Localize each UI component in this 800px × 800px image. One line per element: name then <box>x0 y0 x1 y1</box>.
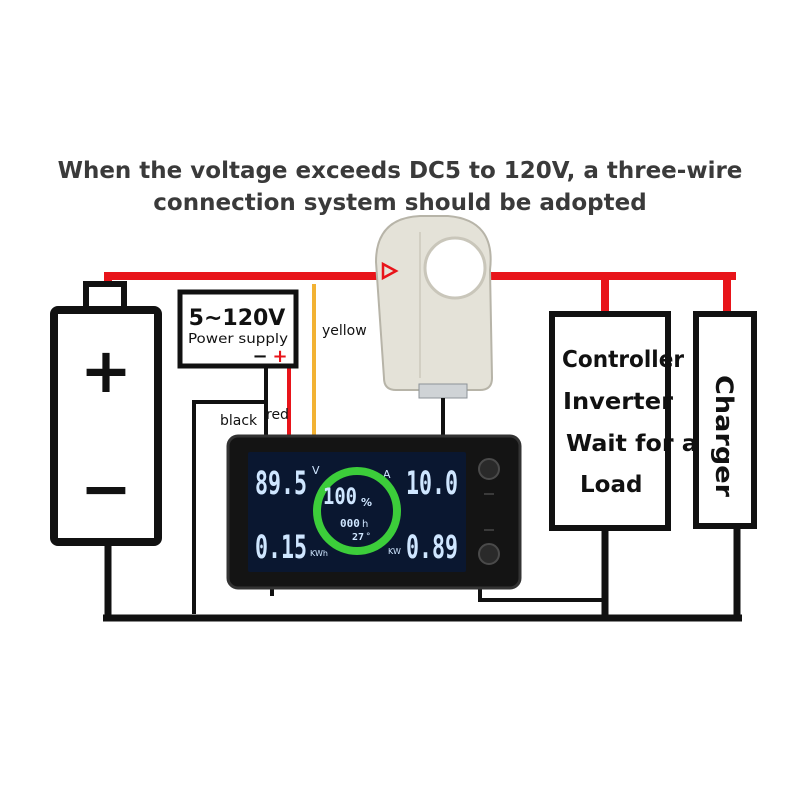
heading-line-1: When the voltage exceeds DC5 to 120V, a … <box>57 158 743 184</box>
capacity-reading: 000 <box>340 517 360 530</box>
charger-box: Charger <box>693 311 757 529</box>
battery-plus-sign: + <box>80 334 132 407</box>
yellow-wire-label: yellow <box>322 323 367 339</box>
voltage-reading: 89.5 <box>255 464 307 502</box>
charger-label: Charger <box>710 375 738 497</box>
temperature-unit: ° <box>366 532 371 542</box>
power-supply-plus: + <box>272 346 287 367</box>
heading-line-2: connection system should be adopted <box>153 190 647 216</box>
percent-reading: 100 <box>323 485 357 510</box>
power-unit: KW <box>388 547 401 556</box>
diagram-heading: When the voltage exceeds DC5 to 120V, a … <box>0 155 800 219</box>
hall-current-sensor <box>374 215 494 436</box>
load-inverter-label: Inverter <box>563 389 674 415</box>
power-supply-range: 5~120V <box>189 306 286 331</box>
red-wire-label: red <box>266 407 289 423</box>
capacity-ring <box>313 467 401 555</box>
battery-monitor-meter: 89.5 V A 10.0 0.15 KWh KW 0.89 100 % 000… <box>226 434 522 590</box>
load-controller-label: Controller <box>562 347 685 373</box>
power-supply-minus: − <box>252 346 267 367</box>
power-reading: 0.89 <box>406 528 458 566</box>
current-direction-arrow-icon <box>381 261 399 281</box>
energy-reading: 0.15 <box>255 528 307 566</box>
percent-unit: % <box>361 496 372 509</box>
sensor-connector <box>418 383 468 399</box>
meter-button-up[interactable] <box>478 458 500 480</box>
load-wait-label: Wait for al <box>566 431 706 457</box>
energy-unit: KWh <box>310 549 328 558</box>
load-box: Controller Inverter Wait for al Load <box>549 311 706 531</box>
black-wire-label: black <box>220 413 258 429</box>
current-reading: 10.0 <box>406 464 458 502</box>
current-unit: A <box>383 468 391 481</box>
load-load-label: Load <box>580 472 642 498</box>
capacity-unit: h <box>362 519 368 530</box>
temperature-reading: 27 <box>352 532 364 543</box>
negative-bus-wire <box>103 526 742 622</box>
voltage-unit: V <box>312 464 320 477</box>
sensor-hole <box>423 236 487 300</box>
meter-button-down[interactable] <box>478 543 500 565</box>
battery-minus-sign: − <box>80 452 132 525</box>
lcd-screen <box>248 452 466 572</box>
power-supply: 5~120V Power supply − + <box>177 289 299 369</box>
battery: + − <box>50 281 162 546</box>
power-supply-label: Power supply <box>188 332 288 347</box>
